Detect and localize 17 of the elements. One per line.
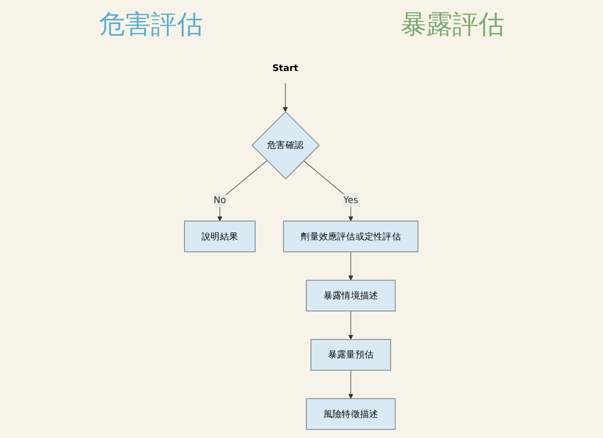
node-box: 說明結果 (184, 220, 256, 252)
node-text: Start (272, 62, 299, 74)
arrow (218, 160, 268, 222)
node-box: 劑量效應評估或定性評估 (283, 220, 419, 252)
node-box: 暴露情境描述 (306, 280, 396, 312)
arrow (348, 370, 354, 399)
arrow (283, 83, 288, 112)
node-diamond: 危害確認 (252, 111, 320, 180)
column-heading: 危害評估 (98, 8, 203, 42)
column-heading: 暴露評估 (400, 8, 504, 42)
edge-label: Yes (344, 194, 358, 206)
node-box: 暴露量預估 (310, 339, 392, 371)
arrow (348, 252, 354, 280)
edge-label: No (214, 194, 226, 206)
node-box: 風險特徵描述 (306, 398, 396, 430)
arrow (304, 160, 354, 222)
arrow (348, 310, 354, 340)
